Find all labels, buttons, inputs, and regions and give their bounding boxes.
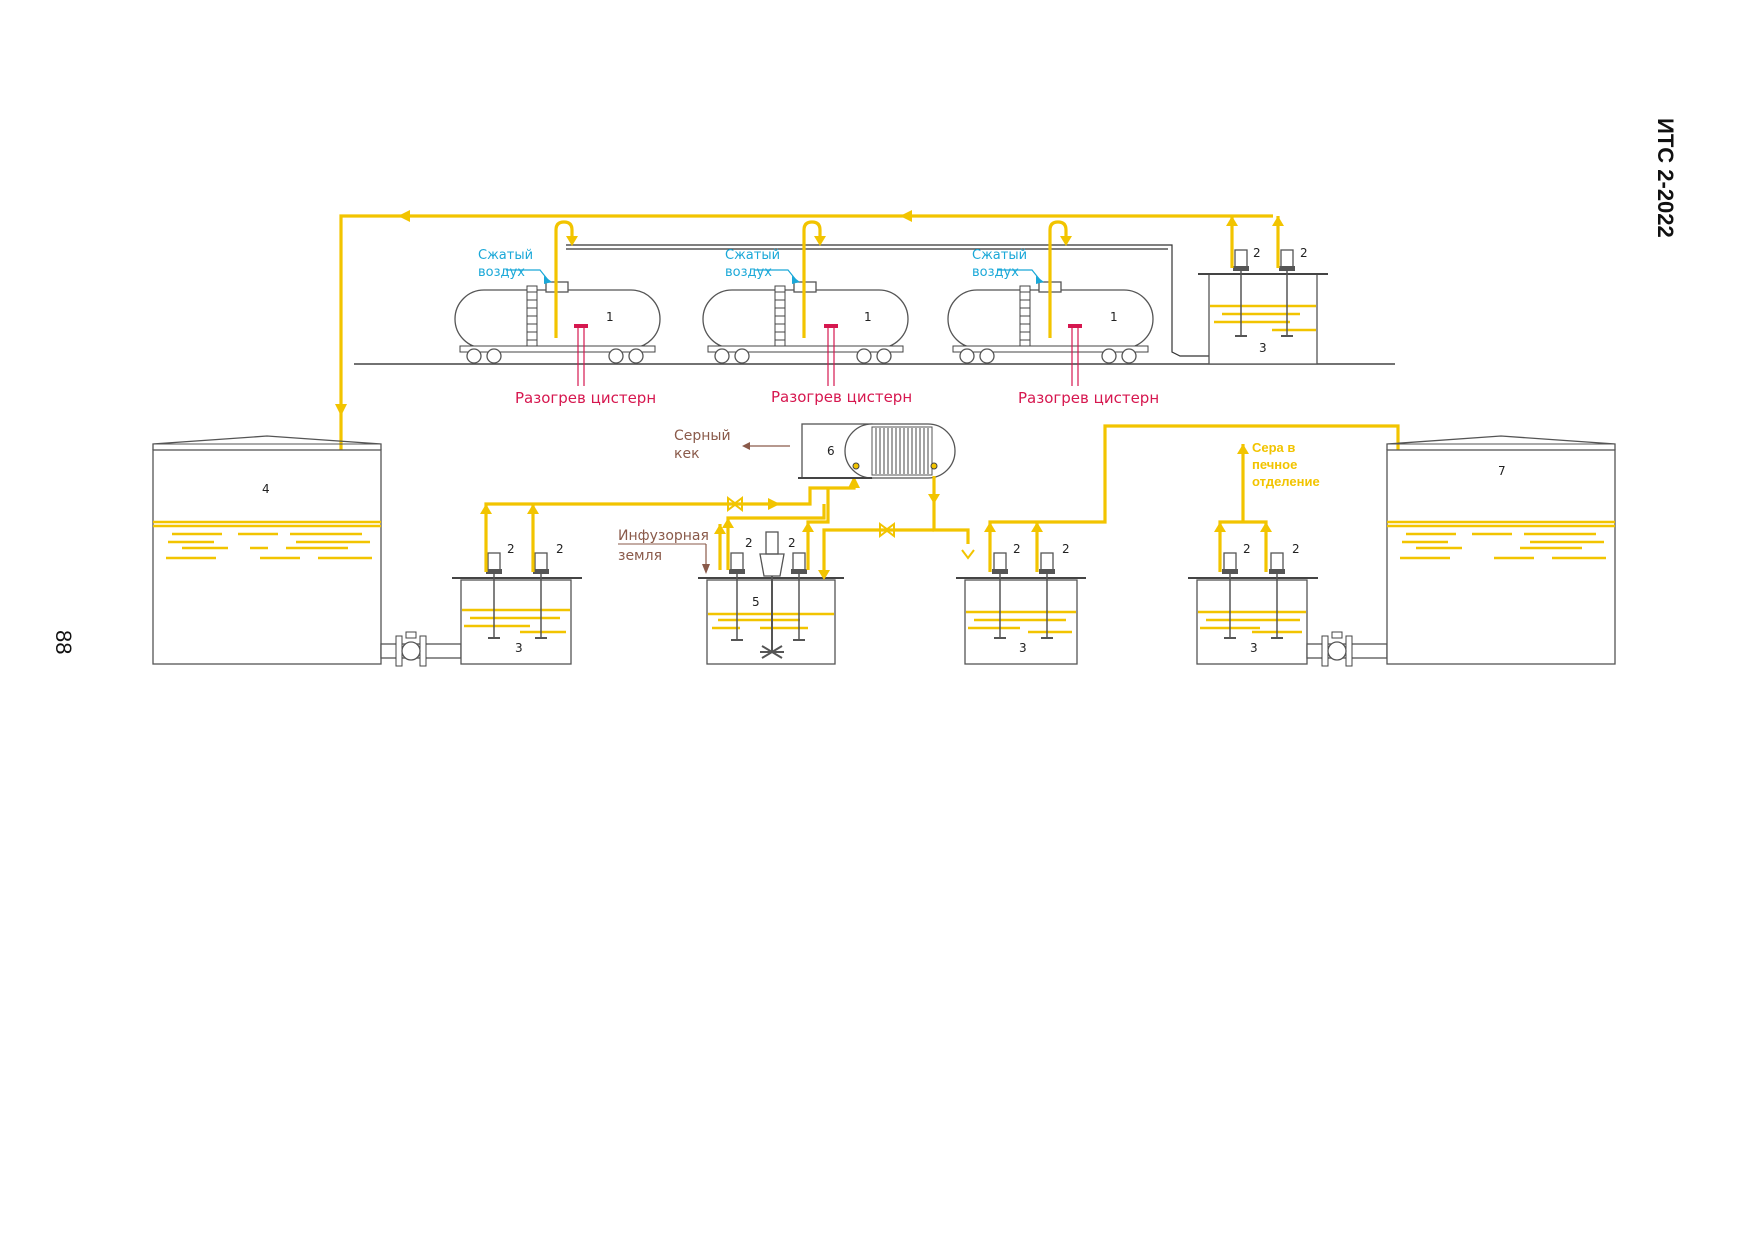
svg-text:3: 3 — [1250, 641, 1258, 655]
railcar-number: 1 — [606, 310, 614, 324]
railcar-1: Сжатый воздух 1 Разогрев цистерн — [454, 220, 661, 407]
svg-text:3: 3 — [515, 641, 523, 655]
sulfur-to-furnace-label: Сера в — [1252, 440, 1295, 455]
svg-text:2: 2 — [556, 542, 564, 556]
svg-text:6: 6 — [827, 444, 835, 458]
svg-text:2: 2 — [1300, 246, 1308, 260]
pit-top-right: 2 2 3 — [1198, 216, 1328, 365]
svg-text:3: 3 — [1019, 641, 1027, 655]
svg-text:5: 5 — [752, 595, 760, 609]
svg-text:1: 1 — [864, 310, 872, 324]
svg-text:2: 2 — [745, 536, 753, 550]
svg-text:2: 2 — [507, 542, 515, 556]
infusorial-earth-label: Инфузорная — [618, 528, 709, 544]
compressed-air-label-3: Сжатый — [972, 248, 1027, 263]
pit-body — [1208, 273, 1318, 365]
svg-text:7: 7 — [1498, 464, 1506, 478]
mixer-tank: 2 2 5 Инфузорная земля — [618, 488, 884, 665]
heater-port — [574, 324, 588, 328]
lines-to-filter — [480, 476, 860, 572]
svg-text:воздух: воздух — [972, 265, 1019, 280]
svg-text:2: 2 — [1253, 246, 1261, 260]
valve-left — [380, 631, 462, 667]
railcar-3: Сжатый воздух 1 Разогрев цистерн — [947, 220, 1159, 407]
railcar-2: Сжатый воздух 1 Разогрев цистерн — [702, 220, 912, 406]
svg-text:2: 2 — [1062, 542, 1070, 556]
svg-text:воздух: воздух — [478, 265, 525, 280]
pit-center-right: 2 2 3 — [956, 424, 1404, 665]
pit-far-right: 2 2 3 Сера в печное отделение — [1188, 440, 1320, 665]
tank-heating-label-1: Разогрев цистерн — [515, 389, 656, 407]
ladder — [526, 285, 538, 349]
svg-text:2: 2 — [788, 536, 796, 550]
svg-text:печное: печное — [1252, 457, 1297, 472]
sulfur-cake-label: Серный — [674, 428, 731, 444]
service-line — [566, 244, 1210, 357]
flow-arrow — [398, 210, 410, 222]
svg-text:2: 2 — [1243, 542, 1251, 556]
compressed-air-label-1: Сжатый — [478, 248, 533, 263]
svg-text:кек: кек — [674, 446, 700, 462]
svg-text:отделение: отделение — [1252, 474, 1320, 489]
svg-text:3: 3 — [1259, 341, 1267, 355]
storage-tank-left: 4 — [152, 435, 382, 665]
svg-text:4: 4 — [262, 482, 270, 496]
svg-text:1: 1 — [1110, 310, 1118, 324]
compressed-air-label-2: Сжатый — [725, 248, 780, 263]
svg-text:земля: земля — [618, 548, 662, 564]
tank-heating-label-2: Разогрев цистерн — [771, 388, 912, 406]
storage-tank-right: 7 — [1386, 435, 1616, 665]
svg-text:2: 2 — [1013, 542, 1021, 556]
pit-left: 2 2 3 — [452, 542, 582, 665]
svg-text:2: 2 — [1292, 542, 1300, 556]
flow-arrow — [900, 210, 912, 222]
flow-arrow — [335, 404, 347, 416]
filtrate-line — [879, 476, 975, 560]
tank-heating-label-3: Разогрев цистерн — [1018, 389, 1159, 407]
svg-text:воздух: воздух — [725, 265, 772, 280]
filter-press: 6 Серный кек — [674, 423, 956, 479]
valve-right — [1306, 631, 1388, 667]
